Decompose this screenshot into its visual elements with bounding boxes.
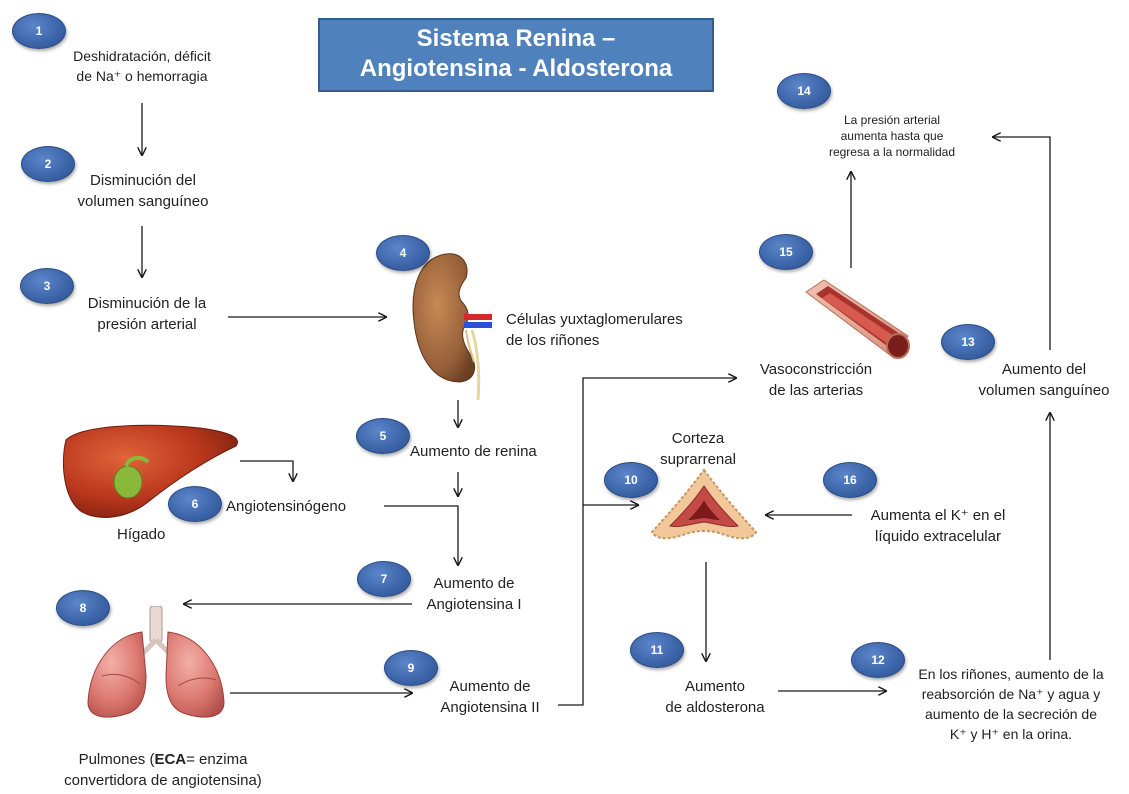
step-7-line-1: Aumento de <box>418 573 530 594</box>
step-badge-13: 13 <box>941 324 995 360</box>
title-line-2: Angiotensina - Aldosterona <box>320 54 712 84</box>
step-14-line-2: aumenta hasta que <box>800 128 984 144</box>
arrow-13-to-14 <box>993 137 1050 350</box>
step-3-label: Disminución de la presión arterial <box>72 293 222 335</box>
step-13-label: Aumento del volumen sanguíneo <box>962 359 1126 401</box>
step-14-line-1: La presión arterial <box>800 112 984 128</box>
lungs-label-line-2: convertidora de angiotensina) <box>40 770 286 791</box>
step-badge-3: 3 <box>20 268 74 304</box>
step-12-line-4: K⁺ y H⁺ en la orina. <box>896 724 1126 744</box>
liver-label: Hígado <box>117 524 165 545</box>
step-1-label: Deshidratación, déficit de Na⁺ o hemorra… <box>58 46 226 86</box>
step-4-label: Células yuxtaglomerulares de los riñones <box>506 309 683 351</box>
step-badge-8: 8 <box>56 590 110 626</box>
step-2-label: Disminución del volumen sanguíneo <box>68 170 218 212</box>
step-1-line-1: Deshidratación, déficit <box>58 46 226 66</box>
step-13-line-2: volumen sanguíneo <box>962 380 1126 401</box>
step-11-line-1: Aumento <box>650 676 780 697</box>
step-12-line-1: En los riñones, aumento de la <box>896 664 1126 684</box>
step-11-line-2: de aldosterona <box>650 697 780 718</box>
step-badge-1: 1 <box>12 13 66 49</box>
step-14-line-3: regresa a la normalidad <box>800 144 984 160</box>
step-7-label: Aumento de Angiotensina I <box>418 573 530 615</box>
step-16-line-2: líquido extracelular <box>848 526 1028 547</box>
step-16-label: Aumenta el K⁺ en el líquido extracelular <box>848 505 1028 547</box>
lungs-illustration <box>82 606 232 722</box>
step-badge-4: 4 <box>376 235 430 271</box>
step-10-line-1: Corteza <box>644 428 752 449</box>
lungs-label-post: = enzima <box>186 751 247 768</box>
step-badge-14: 14 <box>777 73 831 109</box>
step-3-line-1: Disminución de la <box>72 293 222 314</box>
step-1-line-2: de Na⁺ o hemorragia <box>58 66 226 86</box>
step-3-line-2: presión arterial <box>72 314 222 335</box>
step-9-line-2: Angiotensina II <box>422 697 558 718</box>
artery-illustration <box>802 278 912 360</box>
adrenal-gland-illustration <box>646 466 762 548</box>
lungs-label-eca: ECA <box>154 751 186 768</box>
kidney-illustration <box>408 250 504 402</box>
step-badge-6: 6 <box>168 486 222 522</box>
step-6-label: Angiotensinógeno <box>226 496 346 517</box>
step-badge-2: 2 <box>21 146 75 182</box>
step-12-label: En los riñones, aumento de la reabsorció… <box>896 664 1126 744</box>
title-line-1: Sistema Renina – <box>320 24 712 54</box>
step-10-line-2: suprarrenal <box>644 449 752 470</box>
step-badge-15: 15 <box>759 234 813 270</box>
step-badge-7: 7 <box>357 561 411 597</box>
arrow-liver-to-6 <box>240 461 293 481</box>
step-12-line-3: aumento de la secreción de <box>896 704 1126 724</box>
step-12-line-2: reabsorción de Na⁺ y agua y <box>896 684 1126 704</box>
step-5-label: Aumento de renina <box>410 441 537 462</box>
step-14-label: La presión arterial aumenta hasta que re… <box>800 112 984 160</box>
step-13-line-1: Aumento del <box>962 359 1126 380</box>
step-9-line-1: Aumento de <box>422 676 558 697</box>
step-9-label: Aumento de Angiotensina II <box>422 676 558 718</box>
step-4-line-1: Células yuxtaglomerulares <box>506 309 683 330</box>
step-2-line-1: Disminución del <box>68 170 218 191</box>
step-11-label: Aumento de aldosterona <box>650 676 780 718</box>
step-badge-11: 11 <box>630 632 684 668</box>
step-16-line-1: Aumenta el K⁺ en el <box>848 505 1028 526</box>
step-15-line-2: de las arterias <box>740 380 892 401</box>
diagram-title: Sistema Renina – Angiotensina - Aldoster… <box>318 18 714 92</box>
step-7-line-2: Angiotensina I <box>418 594 530 615</box>
step-4-line-2: de los riñones <box>506 330 683 351</box>
lungs-label-pre: Pulmones ( <box>79 751 155 768</box>
step-badge-5: 5 <box>356 418 410 454</box>
step-10-label: Corteza suprarrenal <box>644 428 752 470</box>
arrow-6-to-7 <box>384 506 458 565</box>
step-15-line-1: Vasoconstricción <box>740 359 892 380</box>
step-15-label: Vasoconstricción de las arterias <box>740 359 892 401</box>
lungs-label: Pulmones (ECA= enzima convertidora de an… <box>40 749 286 791</box>
step-2-line-2: volumen sanguíneo <box>68 191 218 212</box>
step-badge-16: 16 <box>823 462 877 498</box>
